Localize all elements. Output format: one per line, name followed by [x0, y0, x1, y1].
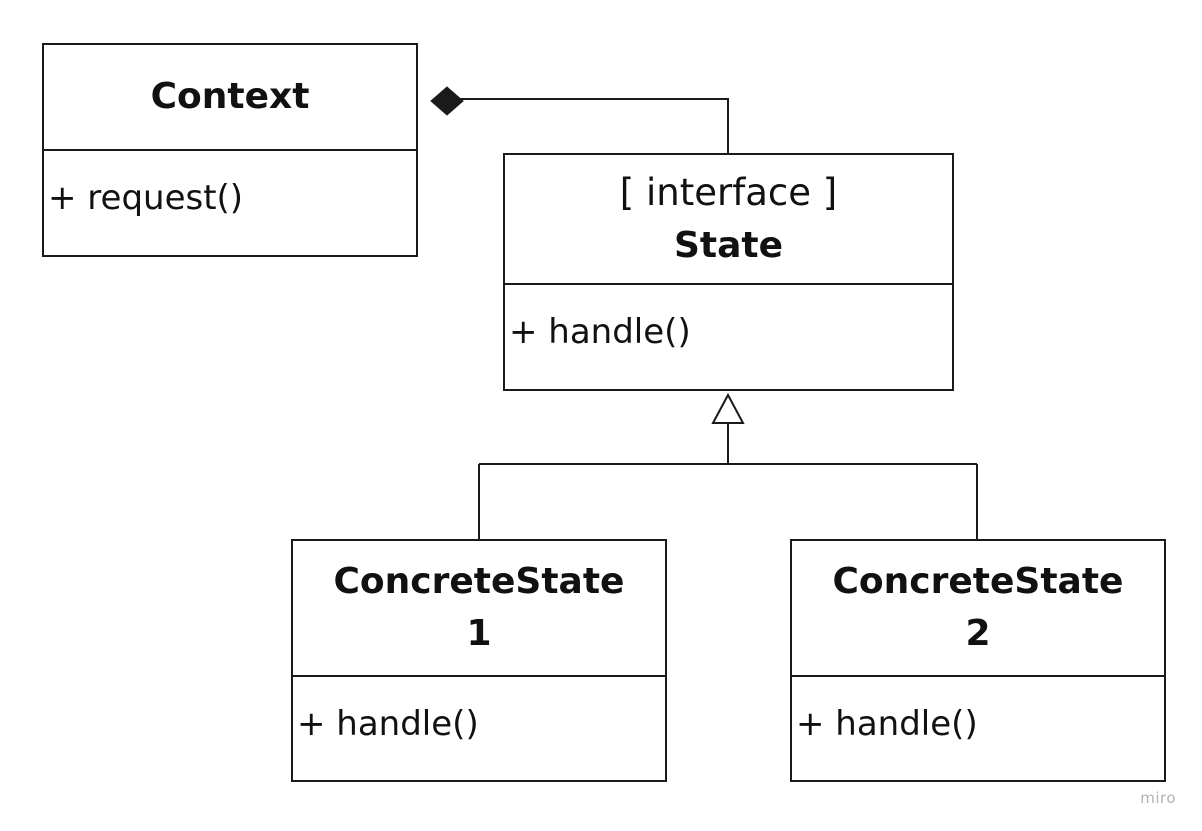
- realization-arrowhead: [711, 392, 745, 424]
- concrete-state-1-name-line1: ConcreteState: [333, 560, 625, 602]
- concrete-state-2-header: ConcreteState 2: [792, 541, 1164, 677]
- concrete-state-2-methods: + handle(): [792, 680, 1164, 744]
- composition-diamond: [430, 86, 464, 116]
- state-interface-name: State: [673, 224, 784, 266]
- context-method-request: + request(): [48, 178, 244, 218]
- state-interface-methods: + handle(): [505, 288, 952, 352]
- context-class[interactable]: Context + request(): [42, 43, 418, 257]
- state-stereotype: [ interface ]: [619, 171, 838, 215]
- context-class-name: Context: [150, 75, 310, 117]
- concrete-state-1-methods: + handle(): [293, 680, 665, 744]
- concrete-state-1-name-line2: 1: [466, 613, 492, 654]
- context-class-header: Context: [44, 45, 416, 151]
- concrete-state-2-method-handle: + handle(): [796, 704, 978, 744]
- concrete-state-2-name-line1: ConcreteState: [832, 560, 1124, 602]
- concrete-state-1-method-handle: + handle(): [297, 704, 479, 744]
- state-interface-header: [ interface ] State: [505, 155, 952, 285]
- concrete-state-2-name-line2: 2: [965, 613, 991, 654]
- concrete-state-1-class[interactable]: ConcreteState 1 + handle(): [291, 539, 667, 782]
- state-method-handle: + handle(): [509, 312, 691, 352]
- composition-line: [460, 98, 729, 154]
- miro-watermark: miro: [1140, 789, 1176, 807]
- context-class-methods: + request(): [44, 154, 416, 218]
- concrete-state-1-header: ConcreteState 1: [293, 541, 665, 677]
- state-interface[interactable]: [ interface ] State + handle(): [503, 153, 954, 391]
- concrete-state-2-class[interactable]: ConcreteState 2 + handle(): [790, 539, 1166, 782]
